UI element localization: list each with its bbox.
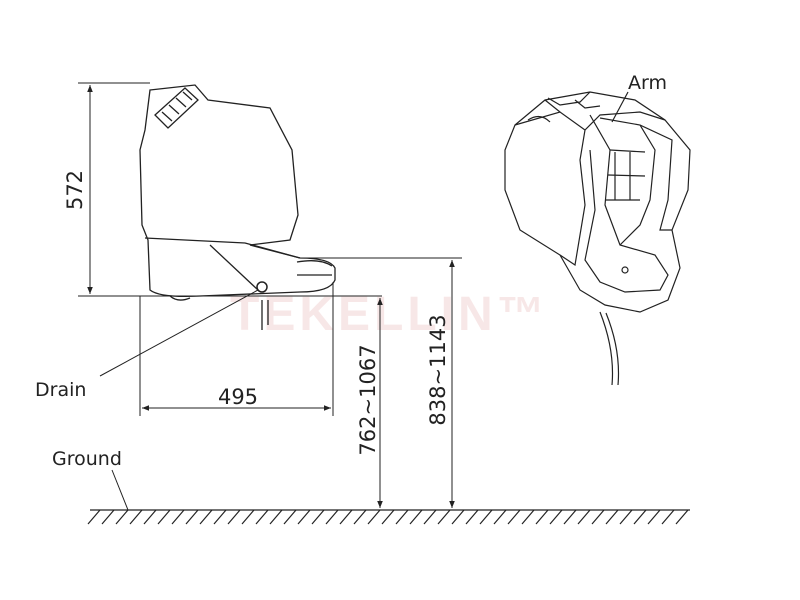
- ground-hatch: [101, 509, 115, 525]
- ground-hatch: [395, 509, 409, 525]
- ground-hatch: [185, 509, 199, 525]
- ground-hatch: [269, 509, 283, 525]
- ground-hatch: [241, 509, 255, 525]
- ground-hatch: [255, 509, 269, 525]
- ground-hatch: [115, 509, 129, 525]
- ground-hatch: [423, 509, 437, 525]
- ground-hatch: [605, 509, 619, 525]
- ground-hatch: [465, 509, 479, 525]
- ground-hatch: [661, 509, 675, 525]
- ground-hatch: [591, 509, 605, 525]
- arm-label: Arm: [628, 72, 667, 94]
- ground-hatch: [437, 509, 451, 525]
- perspective-view-urinal: [504, 91, 691, 386]
- ground-hatch: [311, 509, 325, 525]
- ground-hatch: [535, 509, 549, 525]
- dim-depth-label: 495: [218, 385, 258, 409]
- ground-hatch: [157, 509, 171, 525]
- ground-hatch: [381, 509, 395, 525]
- ground-hatch: [563, 509, 577, 525]
- ground-hatch: [143, 509, 157, 525]
- ground-hatch: [549, 509, 563, 525]
- watermark: TEKELLIN™: [230, 288, 549, 341]
- ground-hatch: [87, 509, 101, 525]
- ground-label: Ground: [52, 448, 122, 470]
- ground-hatch: [213, 509, 227, 525]
- ground-hatch: [521, 509, 535, 525]
- wall-bracket: [154, 87, 199, 129]
- ground-hatch: [297, 509, 311, 525]
- ground-hatch: [199, 509, 213, 525]
- ground-hatch: [129, 509, 143, 525]
- ground-hatch: [367, 509, 381, 525]
- ground-hatch: [283, 509, 297, 525]
- ground-hatch: [325, 509, 339, 525]
- dim-rim-height-label: 762~1067: [356, 344, 380, 455]
- ground-line: [87, 509, 690, 525]
- ground-hatch: [409, 509, 423, 525]
- ground-hatch: [577, 509, 591, 525]
- dimension-lines: [78, 82, 462, 511]
- ground-hatch: [171, 509, 185, 525]
- ground-hatch: [619, 509, 633, 525]
- ground-hatch: [451, 509, 465, 525]
- ground-hatch: [339, 509, 353, 525]
- side-view-urinal: [139, 84, 336, 330]
- ground-hatch: [633, 509, 647, 525]
- dim-seat-height-label: 838~1143: [426, 314, 450, 425]
- drain-hole: [256, 281, 268, 293]
- drain-label: Drain: [35, 379, 86, 401]
- ground-hatch: [479, 509, 493, 525]
- ground-hatch: [227, 509, 241, 525]
- ground-hatch: [493, 509, 507, 525]
- ground-hatch: [507, 509, 521, 525]
- dim-height-label: 572: [63, 170, 87, 210]
- ground-hatch: [353, 509, 367, 525]
- ground-hatch: [675, 509, 689, 525]
- ground-hatch: [647, 509, 661, 525]
